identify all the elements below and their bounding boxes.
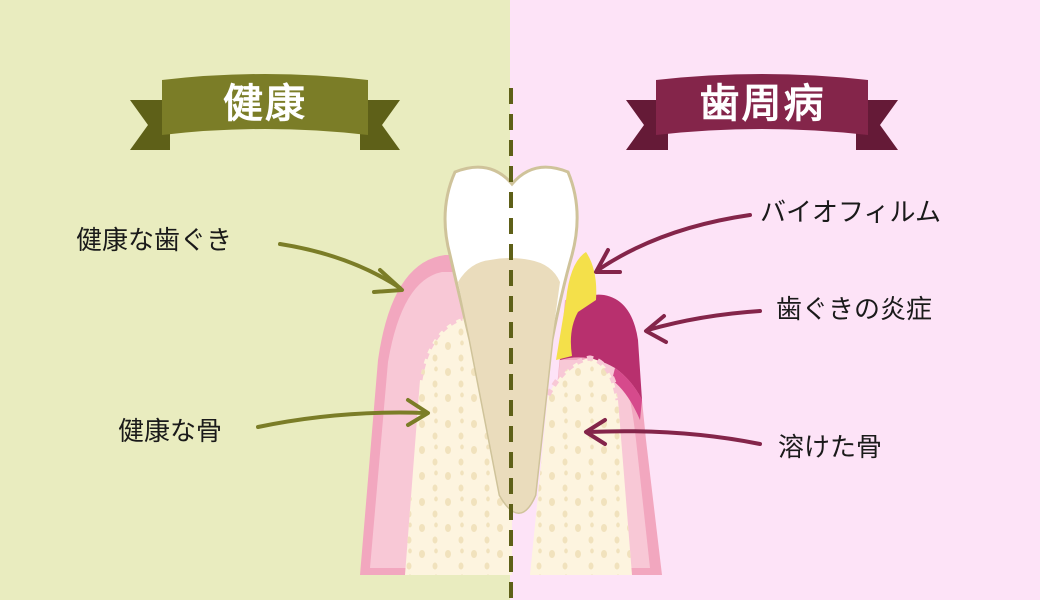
disease-banner — [626, 74, 898, 150]
healthy-banner — [130, 74, 400, 150]
dissolved-bone-arrow — [584, 418, 762, 446]
inflamed-gum — [560, 294, 642, 420]
biofilm — [556, 252, 597, 360]
inflamed-gum-arrow — [644, 309, 762, 344]
dissolved-bone-label: 溶けた骨 — [778, 433, 883, 463]
disease-title: 歯周病 — [699, 81, 826, 127]
dissolved-bone — [530, 355, 632, 575]
inflamed-gum-label: 歯ぐきの炎症 — [776, 295, 933, 325]
biofilm-label: バイオフィルム — [760, 198, 941, 228]
healthy-title: 健康 — [223, 81, 307, 127]
healthy-bone-label: 健康な骨 — [118, 417, 223, 447]
healthy-bone-arrow — [256, 398, 430, 429]
biofilm-arrow — [594, 213, 752, 274]
healthy-gum-arrow — [278, 242, 404, 294]
healthy-gum-label: 健康な歯ぐき — [76, 226, 233, 256]
